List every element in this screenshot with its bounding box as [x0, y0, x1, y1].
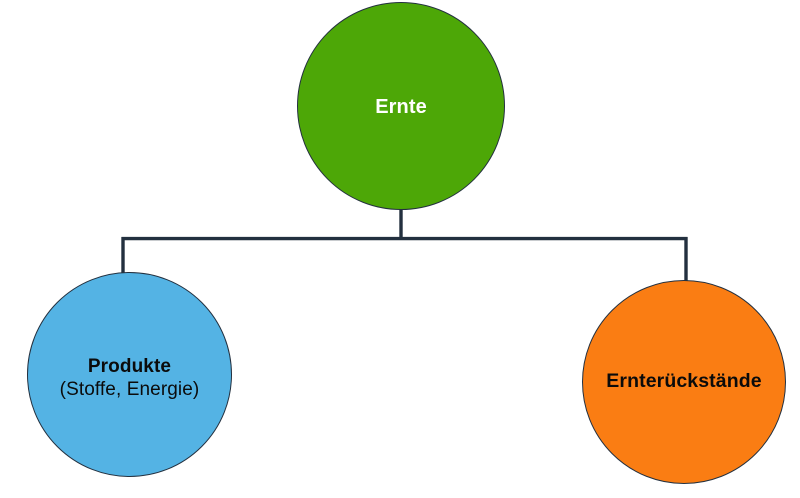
node-ernterueckstaende-label: Ernterückstände: [606, 369, 762, 392]
node-ernterueckstaende-text: Ernterückstände: [606, 369, 762, 394]
node-produkte-label: Produkte: [87, 356, 172, 378]
node-produkte-sublabel: (Stoffe, Energie): [59, 378, 200, 400]
node-ernte-text: Ernte: [375, 94, 427, 118]
node-produkte[interactable]: Produkte (Stoffe, Energie): [27, 272, 232, 477]
node-ernterueckstaende[interactable]: Ernterückstände: [582, 280, 786, 484]
node-produkte-text: Produkte (Stoffe, Energie): [60, 356, 200, 401]
node-ernte-label: Ernte: [375, 96, 427, 119]
node-ernte[interactable]: Ernte: [297, 2, 505, 210]
